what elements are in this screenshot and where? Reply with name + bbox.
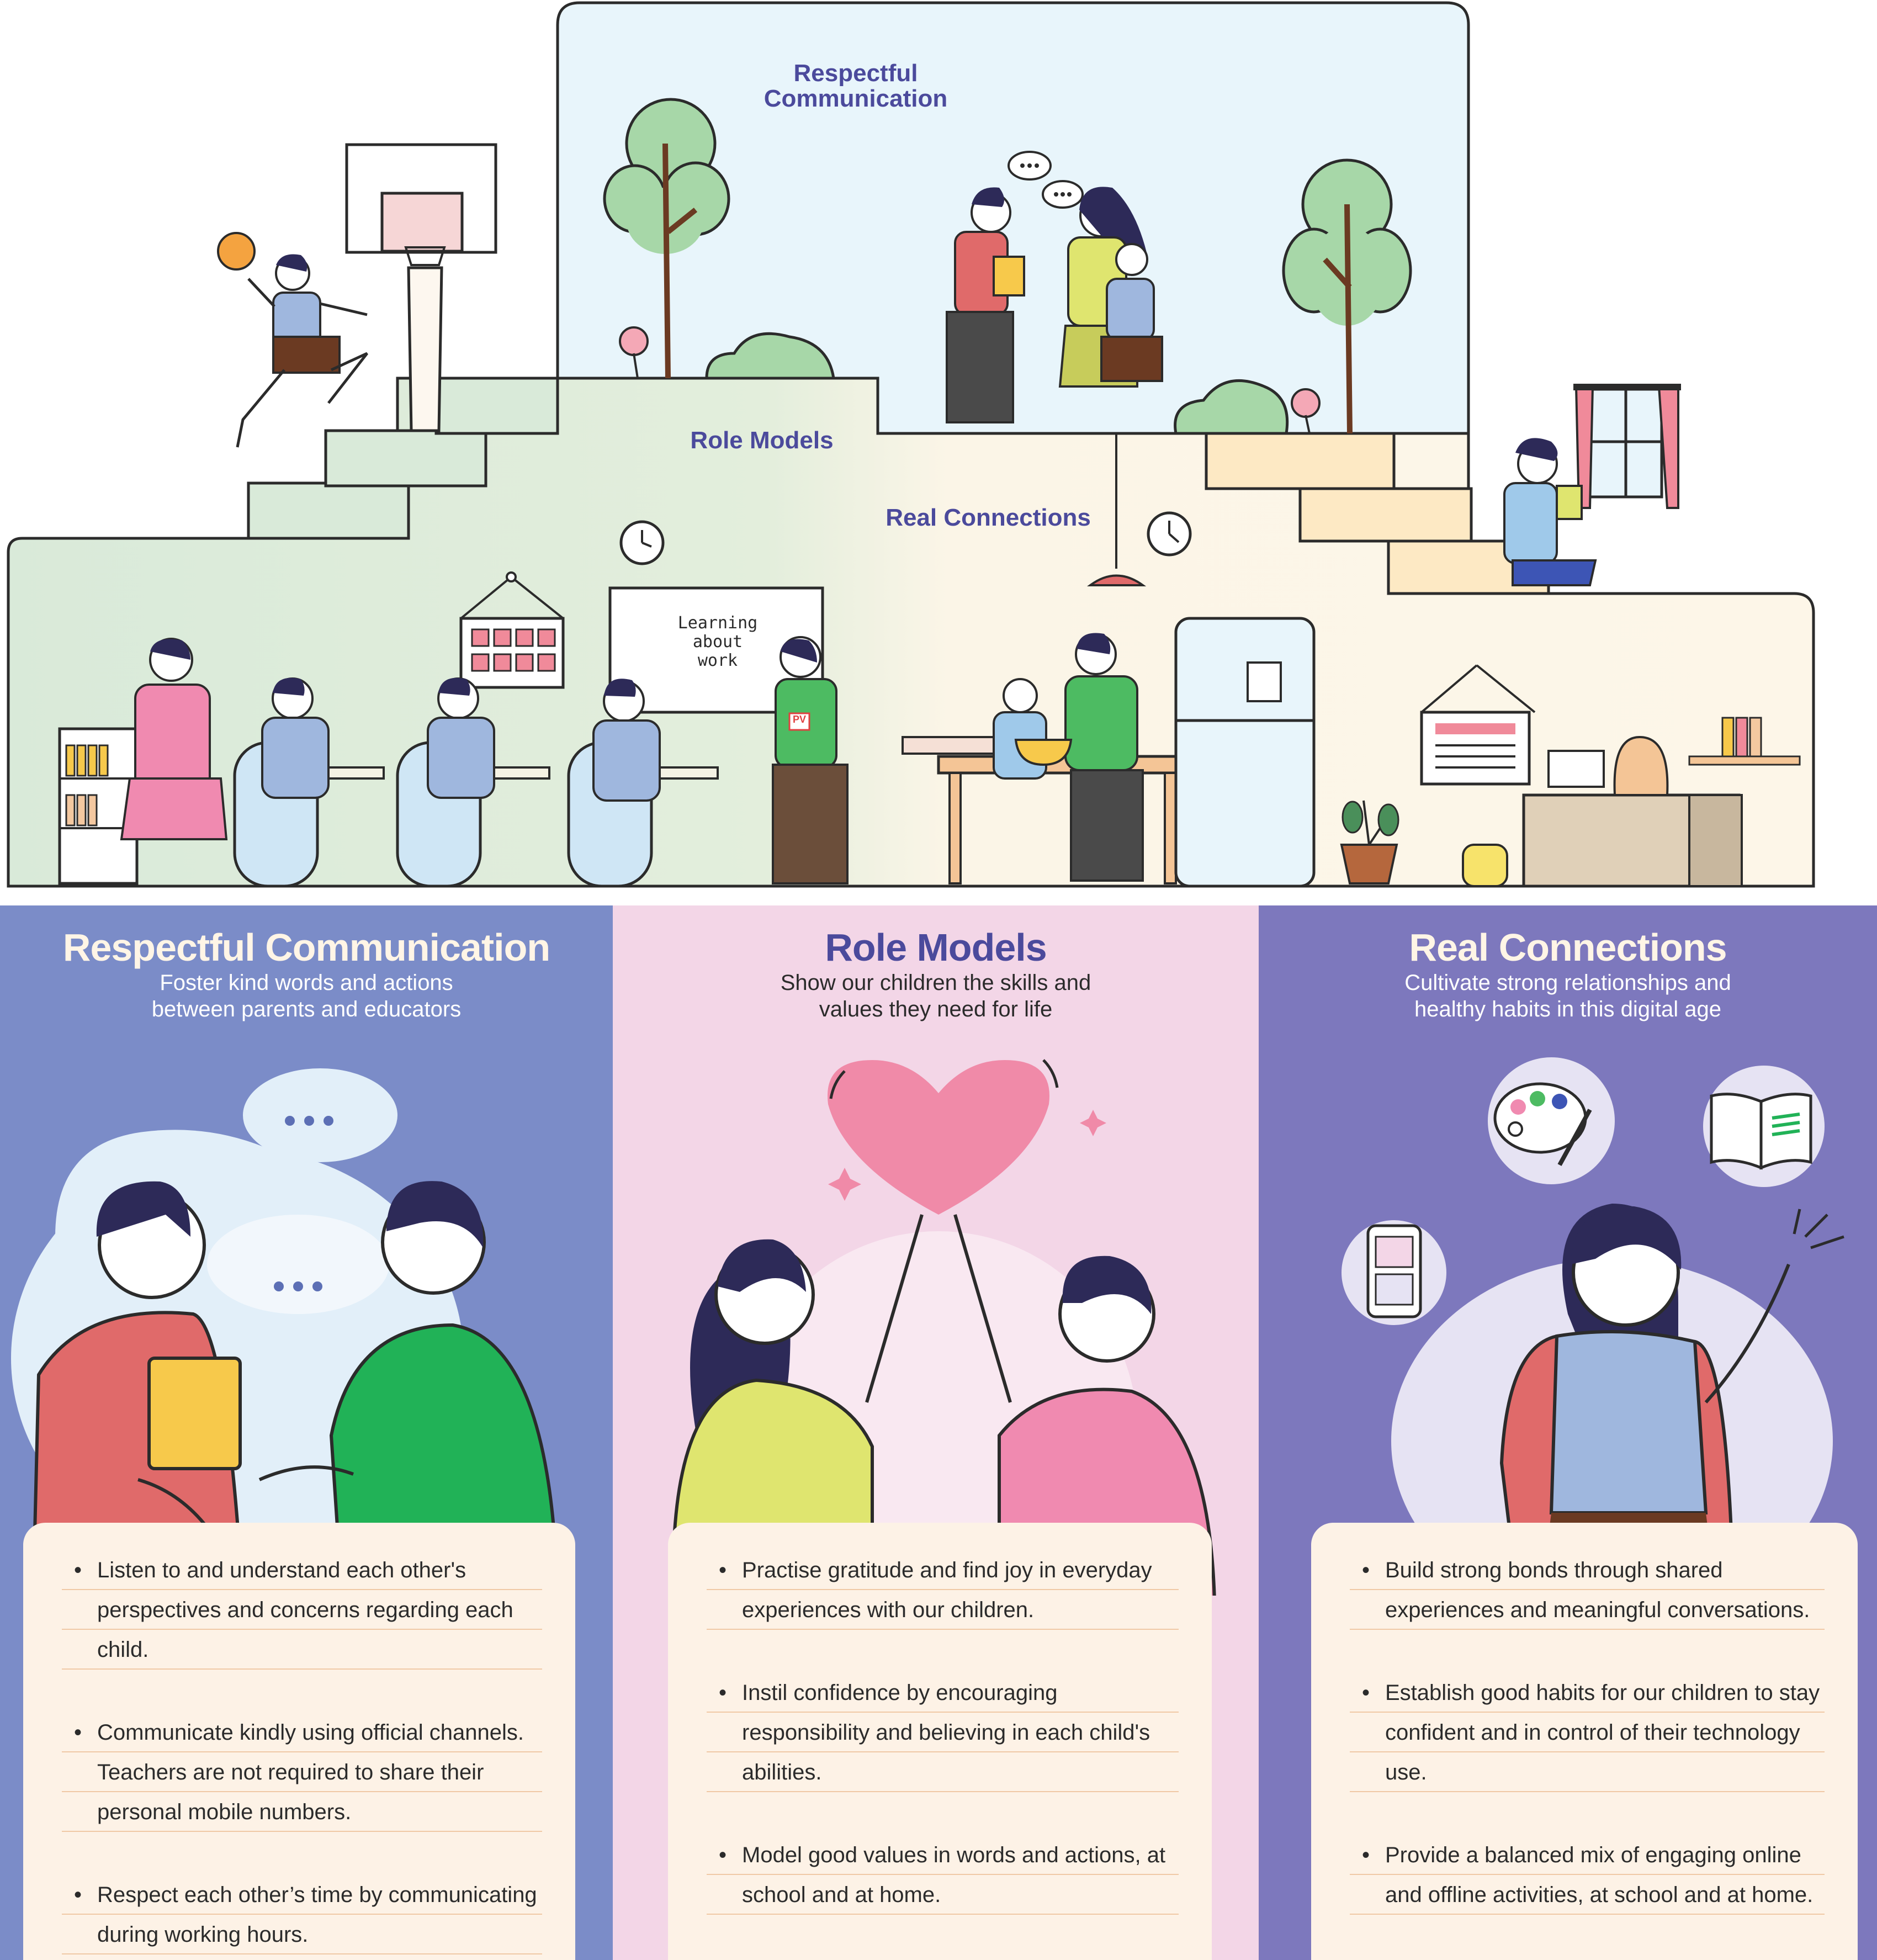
bullet-item: Respect each other’s time by communicati…: [62, 1875, 542, 1954]
plant-icon: [1340, 800, 1399, 884]
book-icon: [1710, 1093, 1812, 1170]
panel-title: Real Connections: [1409, 926, 1727, 969]
bullet-card: Build strong bonds through shared experi…: [1311, 1523, 1858, 1960]
study-desk: [1522, 717, 1801, 888]
bush-right: [1174, 379, 1289, 435]
panel-subtitle: Show our children the skills and values …: [780, 971, 1091, 1021]
panel-title: Respectful Communication: [62, 926, 550, 969]
stair-step-right-2: [1298, 487, 1473, 543]
sparkle-icon: [1080, 1110, 1106, 1136]
book-icon: [1556, 485, 1583, 520]
panel-real-connections: Real Connections Cultivate strong relati…: [1259, 905, 1877, 1960]
bullet-item: Build strong bonds through shared experi…: [1350, 1550, 1825, 1630]
clock-icon: [1147, 511, 1192, 557]
scene-label-respectful: Respectful Communication: [763, 60, 948, 113]
panel-role-models: Role Models Show our children the skills…: [613, 905, 1259, 1960]
teacher-badge: PV: [792, 714, 806, 725]
bullet-item: Instil confidence by encouraging respons…: [707, 1673, 1179, 1792]
speech-bubble-icon: [1008, 151, 1052, 181]
basketball-player: [217, 232, 368, 448]
bush-left: [705, 332, 835, 380]
reading-girl: [1503, 438, 1597, 586]
tree-right: [1282, 158, 1412, 434]
bookshelf: [58, 727, 139, 885]
stair-step-1: [247, 481, 410, 540]
bullet-card: Listen to and understand each other's pe…: [23, 1523, 575, 1960]
bullet-item: Provide a balanced mix of engaging onlin…: [1350, 1835, 1825, 1915]
clock-icon: [619, 520, 665, 565]
stair-step-2: [324, 429, 487, 488]
bullet-item: Practise gratitude and find joy in every…: [707, 1550, 1179, 1630]
bullet-item: Model good values in words and actions, …: [707, 1835, 1179, 1915]
teacher: [772, 636, 849, 884]
speech-bubble-icon: [1042, 180, 1084, 209]
bullet-list: Practise gratitude and find joy in every…: [707, 1550, 1179, 1915]
speech-bubble-icon: [207, 1215, 389, 1314]
bullet-item: Communicate kindly using official channe…: [62, 1713, 542, 1832]
laptop-icon: [1547, 750, 1605, 788]
heart-icon: [828, 1060, 1049, 1215]
basketball-hoop: [345, 143, 497, 432]
flower-icon: [1291, 388, 1321, 434]
house-scene: Respectful Communication Role Models Rea…: [0, 0, 1877, 905]
stair-step-right-1: [1205, 432, 1396, 490]
tree-left: [603, 98, 730, 379]
bullet-card: Practise gratitude and find joy in every…: [668, 1523, 1212, 1960]
panel-subtitle: Foster kind words and actions between pa…: [151, 971, 462, 1021]
student-desks: [233, 677, 719, 888]
family-group: [946, 187, 1163, 423]
flower-icon: [619, 326, 649, 379]
whiteboard-text: Learning about work: [677, 613, 758, 670]
cooking-parent-child: [993, 633, 1144, 882]
house-illustration: [7, 1, 1815, 888]
bullet-list: Build strong bonds through shared experi…: [1350, 1550, 1825, 1915]
scene-label-role-models: Role Models: [690, 427, 834, 454]
lamp-icon: [1086, 433, 1147, 586]
stair-step-3: [434, 377, 559, 435]
backpack-icon: [1462, 844, 1508, 887]
speech-bubble-icon: [243, 1068, 397, 1162]
phone-icon: [1366, 1224, 1422, 1318]
panel-title: Role Models: [825, 926, 1047, 969]
fridge: [1174, 617, 1316, 888]
book-icon: [147, 1357, 242, 1470]
panel-respectful-communication: Respectful Communication Foster kind wor…: [0, 905, 613, 1960]
panel-subtitle: Cultivate strong relationships and healt…: [1404, 971, 1731, 1021]
calendar-icon: [459, 571, 565, 689]
bullet-item: Listen to and understand each other's pe…: [62, 1550, 542, 1670]
basketball-icon: [217, 232, 256, 271]
window: [1573, 384, 1681, 509]
scene-label-real-connections: Real Connections: [886, 504, 1091, 531]
bullet-list: Listen to and understand each other's pe…: [62, 1550, 542, 1954]
sparkle-icon: [828, 1168, 861, 1201]
bullet-item: Establish good habits for our children t…: [1350, 1673, 1825, 1792]
girl-pink-dress: [120, 638, 228, 840]
palette-icon: [1493, 1082, 1592, 1166]
notice-board: [1420, 664, 1536, 786]
